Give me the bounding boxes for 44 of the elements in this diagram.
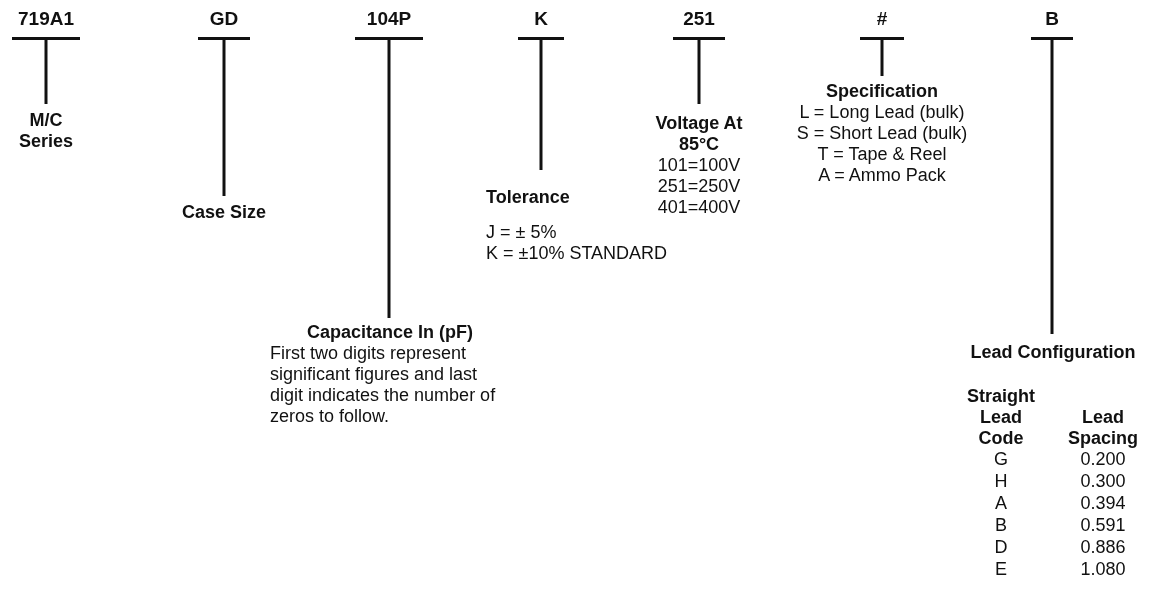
- table-cell-text: D: [993, 537, 1009, 558]
- table-cell-text: B: [994, 515, 1008, 536]
- table-header: Lead Spacing: [1067, 407, 1139, 449]
- field-description-text: T = Tape & Reel: [816, 144, 948, 165]
- field-description-text: L = Long Lead (bulk): [798, 102, 966, 123]
- field-heading: Lead Configuration: [969, 342, 1137, 363]
- connector-line: [387, 40, 391, 318]
- table-cell-text: G: [993, 449, 1009, 470]
- code-segment-with-bar: 719A1: [12, 4, 80, 40]
- table-cell-text: 0.394: [1079, 493, 1127, 514]
- table-cell-text: 0.300: [1079, 471, 1127, 492]
- code-segment-with-bar: #: [860, 4, 904, 40]
- table-cell-text: 0.886: [1079, 537, 1127, 558]
- field-heading: Voltage At 85°C: [654, 113, 744, 155]
- table-cell-text: E: [994, 559, 1008, 580]
- connector-line: [697, 40, 701, 104]
- field-description-text: A = Ammo Pack: [817, 165, 947, 186]
- field-heading: Capacitance In (pF): [306, 322, 474, 343]
- code-segment-with-bar: B: [1031, 4, 1073, 40]
- table-cell-text: H: [993, 471, 1009, 492]
- field-heading: M/C Series: [17, 110, 74, 152]
- field-description-text: K = ±10% STANDARD: [486, 243, 669, 264]
- table-cell-text: 0.591: [1079, 515, 1127, 536]
- table-cell-text: 1.080: [1079, 559, 1127, 580]
- connector-line: [1050, 40, 1054, 334]
- field-heading: Specification: [825, 81, 939, 102]
- field-description-text: First two digits represent significant figures and last digit indicates the number of zeros to follow.: [270, 343, 497, 427]
- code-segment-with-bar: 251: [673, 4, 725, 40]
- table-cell-text: A: [994, 493, 1008, 514]
- code-segment-with-bar: 104P: [355, 4, 423, 40]
- field-heading: Case Size: [180, 202, 268, 223]
- code-segment-with-bar: K: [518, 4, 564, 40]
- field-description-text: 401=400V: [656, 197, 742, 218]
- connector-line: [44, 40, 48, 104]
- connector-line: [539, 40, 543, 170]
- connector-line: [880, 40, 884, 76]
- code-segment-with-bar: GD: [198, 4, 250, 40]
- table-header: Straight Lead Code: [966, 386, 1036, 449]
- field-description-text: 101=100V: [656, 155, 742, 176]
- field-description-text: J = ± 5%: [486, 222, 558, 243]
- connector-line: [222, 40, 226, 196]
- field-description-text: 251=250V: [656, 176, 742, 197]
- table-cell-text: 0.200: [1079, 449, 1127, 470]
- field-description-text: S = Short Lead (bulk): [795, 123, 969, 144]
